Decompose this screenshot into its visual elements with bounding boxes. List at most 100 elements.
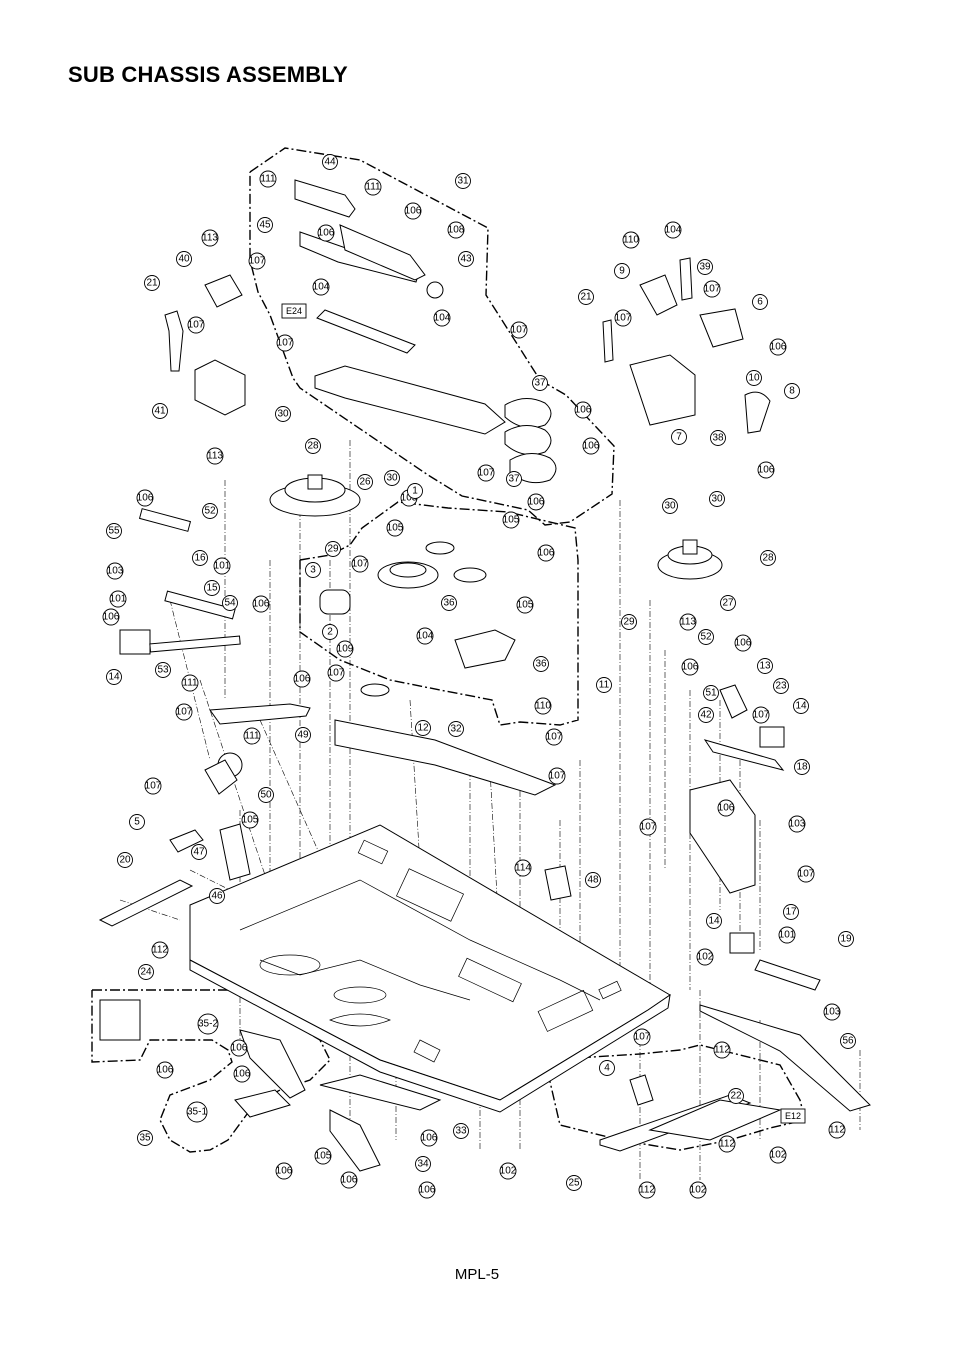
- callout-number: 14: [795, 701, 807, 712]
- callout-number: 33: [455, 1126, 467, 1137]
- callout-number: 30: [711, 494, 723, 505]
- callout-circle: [441, 595, 457, 611]
- callout-number: 106: [735, 638, 752, 649]
- callout-number: 111: [365, 182, 381, 193]
- callout-104: 104: [416, 627, 434, 645]
- callout-number: 107: [753, 710, 770, 721]
- callout-106: 106: [233, 1065, 251, 1083]
- callout-111: 111: [181, 674, 199, 692]
- callout-circle: [155, 662, 171, 678]
- callout-113: 113: [201, 229, 219, 247]
- callout-105: 105: [516, 596, 534, 614]
- callout-number: 106: [538, 548, 555, 559]
- callout-14: 14: [793, 698, 809, 714]
- callout-circle: [314, 1147, 332, 1165]
- callout-circle: [710, 430, 726, 446]
- callout-number: 107: [478, 468, 495, 479]
- callout-106: 106: [252, 595, 270, 613]
- callout-107: 107: [175, 703, 193, 721]
- callout-circle: [248, 252, 266, 270]
- callout-circle: [679, 613, 697, 631]
- callout-1: 1: [407, 483, 423, 499]
- callout-103: 103: [788, 815, 806, 833]
- callout-circle: [136, 489, 154, 507]
- callout-number: 49: [297, 730, 309, 741]
- callout-13: 13: [757, 658, 773, 674]
- callout-44: 44: [322, 154, 338, 170]
- callout-39: 39: [697, 259, 713, 275]
- callout-circle: [828, 1121, 846, 1139]
- callout-101: 101: [213, 557, 231, 575]
- callout-112: 112: [151, 941, 169, 959]
- callout-107: 107: [548, 767, 566, 785]
- callout-103: 103: [106, 562, 124, 580]
- callout-number: 113: [680, 617, 696, 628]
- callout-number: 111: [260, 174, 276, 185]
- callout-107: 107: [703, 280, 721, 298]
- callout-circle: [458, 251, 474, 267]
- callout-number: 108: [448, 225, 465, 236]
- left-side-parts: [98, 274, 311, 927]
- callout-circle: [252, 595, 270, 613]
- callout-number: 107: [798, 869, 815, 880]
- callout-29: 29: [325, 541, 341, 557]
- callout-number: 29: [623, 617, 635, 628]
- callout-circle: [351, 555, 369, 573]
- callout-number: 22: [730, 1091, 742, 1102]
- callout-number: 7: [676, 432, 682, 443]
- callout-circle: [548, 767, 566, 785]
- callout-number: 114: [515, 863, 531, 874]
- callout-number: 104: [665, 225, 682, 236]
- callout-circle: [664, 221, 682, 239]
- callout-43: 43: [458, 251, 474, 267]
- callout-circle: [102, 608, 120, 626]
- ref-box-e24-label: E24: [286, 306, 302, 316]
- callout-number: 112: [639, 1185, 655, 1196]
- callout-number: 106: [682, 662, 699, 673]
- callout-circle: [784, 383, 800, 399]
- callout-circle: [713, 1041, 731, 1059]
- callout-107: 107: [144, 777, 162, 795]
- callout-circle: [823, 1003, 841, 1021]
- callout-circle: [752, 294, 768, 310]
- callout-106: 106: [757, 461, 775, 479]
- callout-107: 107: [510, 321, 528, 339]
- callout-107: 107: [477, 464, 495, 482]
- callout-32: 32: [448, 721, 464, 737]
- callout-circle: [322, 154, 338, 170]
- callout-circle: [533, 656, 549, 672]
- callout-circle: [566, 1175, 582, 1191]
- callout-37: 37: [532, 375, 548, 391]
- callout-circle: [259, 170, 277, 188]
- callout-circle: [662, 498, 678, 514]
- callout-circle: [109, 590, 127, 608]
- callout-number: 107: [615, 313, 632, 324]
- callout-circle: [773, 678, 789, 694]
- callout-number: 105: [315, 1151, 332, 1162]
- callout-number: 26: [359, 477, 371, 488]
- callout-circle: [156, 1061, 174, 1079]
- callout-106: 106: [734, 634, 752, 652]
- callout-circle: [384, 470, 400, 486]
- callout-7: 7: [671, 429, 687, 445]
- callout-50: 50: [258, 787, 274, 803]
- callout-circle: [578, 289, 594, 305]
- callout-5: 5: [129, 814, 145, 830]
- callout-number: 14: [108, 672, 120, 683]
- callout-number: 35: [139, 1133, 151, 1144]
- callout-circle: [697, 259, 713, 275]
- callout-circle: [614, 309, 632, 327]
- callout-102: 102: [696, 948, 714, 966]
- gears-and-reels: [269, 474, 723, 796]
- callout-circle: [312, 278, 330, 296]
- callout-106: 106: [156, 1061, 174, 1079]
- callout-number: 105: [503, 515, 520, 526]
- callout-circle: [117, 852, 133, 868]
- callout-circle: [106, 523, 122, 539]
- callout-circle: [760, 550, 776, 566]
- callout-35-2: 35-2: [197, 1013, 219, 1035]
- callout-number: 106: [234, 1069, 251, 1080]
- callout-circle: [233, 1065, 251, 1083]
- callout-48: 48: [585, 872, 601, 888]
